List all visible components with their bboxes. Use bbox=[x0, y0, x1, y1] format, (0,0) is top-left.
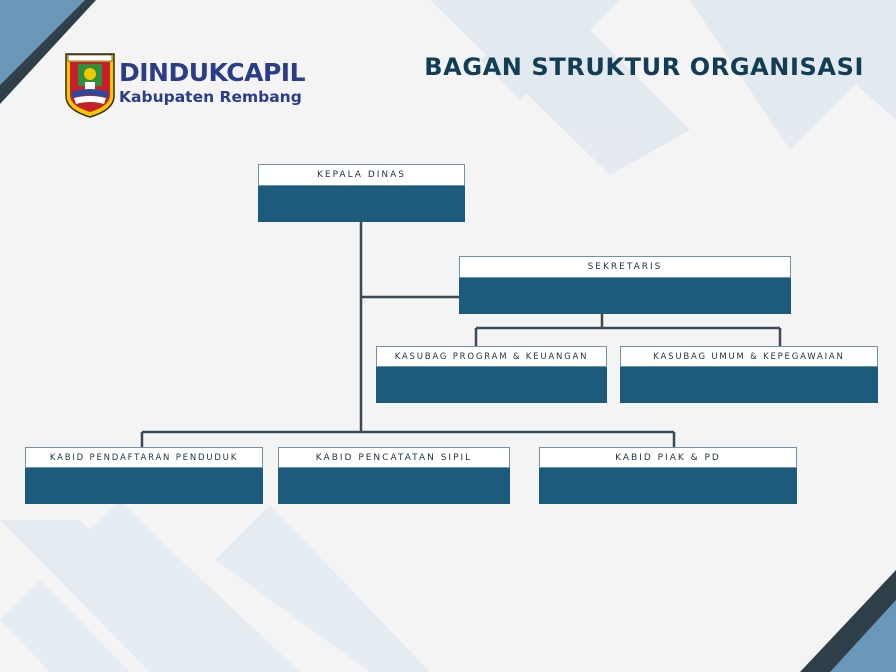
node-label: KASUBAG UMUM & KEPEGAWAIAN bbox=[620, 346, 878, 367]
node-box bbox=[258, 186, 465, 222]
node-kabid-pendaftaran-penduduk: KABID PENDAFTARAN PENDUDUK bbox=[25, 447, 263, 504]
node-label: KASUBAG PROGRAM & KEUANGAN bbox=[376, 346, 607, 367]
node-label: SEKRETARIS bbox=[459, 256, 791, 278]
node-label: KABID PENDAFTARAN PENDUDUK bbox=[25, 447, 263, 468]
node-box bbox=[459, 278, 791, 314]
node-kasubag-umum-kepegawaian: KASUBAG UMUM & KEPEGAWAIAN bbox=[620, 346, 878, 403]
node-sekretaris: SEKRETARIS bbox=[459, 256, 791, 314]
node-box bbox=[620, 367, 878, 403]
node-kabid-piak-pd: KABID PIAK & PD bbox=[539, 447, 797, 504]
node-box bbox=[376, 367, 607, 403]
node-label: KABID PENCATATAN SIPIL bbox=[278, 447, 510, 468]
brand-title: DINDUKCAPIL bbox=[119, 58, 306, 87]
node-box bbox=[539, 468, 797, 504]
node-label: KEPALA DINAS bbox=[258, 164, 465, 186]
rembang-logo bbox=[64, 52, 116, 118]
node-kasubag-program-keuangan: KASUBAG PROGRAM & KEUANGAN bbox=[376, 346, 607, 403]
page-title: BAGAN STRUKTUR ORGANISASI bbox=[424, 53, 864, 81]
node-label: KABID PIAK & PD bbox=[539, 447, 797, 468]
node-box bbox=[25, 468, 263, 504]
node-box bbox=[278, 468, 510, 504]
node-kabid-pencatatan-sipil: KABID PENCATATAN SIPIL bbox=[278, 447, 510, 504]
brand-subtitle: Kabupaten Rembang bbox=[119, 88, 302, 106]
node-kepala-dinas: KEPALA DINAS bbox=[258, 164, 465, 222]
